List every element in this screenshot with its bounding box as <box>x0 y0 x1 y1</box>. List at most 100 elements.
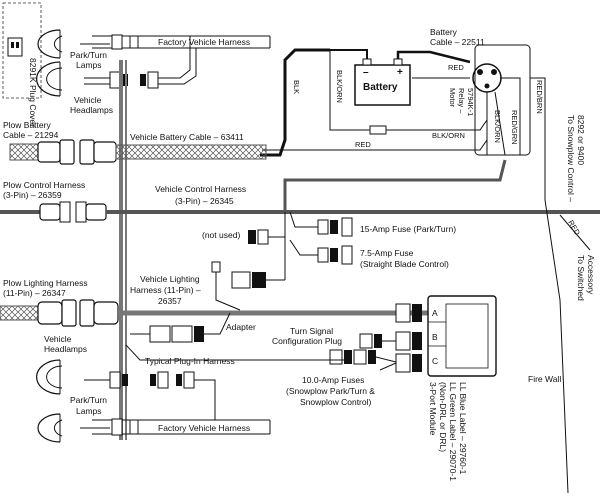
factory-harness-top-label: Factory Vehicle Harness <box>158 37 250 47</box>
motor-relay-label-3: 5794K-1 <box>466 88 475 116</box>
vehicle-control-label-2: (3-Pin) – 26345 <box>175 196 234 206</box>
red-grn-label: RED/GRN <box>510 110 519 145</box>
lamp-top-harness-wires <box>158 36 197 85</box>
not-used-label: (not used) <box>202 230 240 240</box>
fuse-7-5-amp <box>317 245 353 265</box>
red-mid-label: RED <box>355 140 371 149</box>
plow-battery-label-1: Plow Battery <box>3 120 51 130</box>
lighting-connectors-mid <box>211 261 266 289</box>
motor-relay-icon <box>472 63 502 93</box>
module-pin-a: A <box>432 308 438 318</box>
fuses10-label-3: Snowplow Control) <box>300 397 372 407</box>
motor-relay-label-1: Motor <box>448 88 457 108</box>
module-pin-c: C <box>432 356 438 366</box>
inline-connector <box>369 125 387 135</box>
to-snowplow-label-1: To Snowplow Control – <box>566 115 576 202</box>
fire-wall-line <box>544 199 569 494</box>
fuse-wires <box>268 211 318 280</box>
vehicle-lighting-label-1: Vehicle Lighting <box>140 274 200 284</box>
fuses10-label-2: (Snowplow Park/Turn & <box>286 386 375 396</box>
plow-lighting-label-2: (11-Pin) – 26347 <box>3 288 66 298</box>
relay-wires <box>486 77 521 156</box>
adapter-icon <box>149 325 204 343</box>
typical-plugin-label: Typical Plug-In Harness <box>145 356 235 366</box>
vehicle-headlamps-top-label-1: Vehicle <box>74 95 102 105</box>
fuses10-label-1: 10.0-Amp Fuses <box>302 375 364 385</box>
factory-harness-top <box>92 34 271 50</box>
control-harness-up <box>283 159 507 212</box>
to-switched-label-2: Accessory <box>586 255 596 295</box>
park-turn-lamp-bot-icon <box>37 413 63 443</box>
lamps-bot-label: Lamps <box>76 406 102 416</box>
turn-signal-label-1: Turn Signal <box>290 326 333 336</box>
plugin-connectors <box>109 371 195 389</box>
vehicle-headlamps-bot-label-2: Headlamps <box>44 344 87 354</box>
adapter-wire-right <box>204 312 231 335</box>
battery-minus-label: – <box>363 67 369 78</box>
red-brn-label: RED/BRN <box>535 80 544 114</box>
three-port-module <box>427 295 497 377</box>
factory-harness-bot <box>92 418 271 436</box>
motor-relay-label-2: Relay – <box>457 88 466 114</box>
battery-cable-label-2: Cable – 22511 <box>430 37 485 47</box>
blk-orn-relay-wire-2 <box>386 119 488 131</box>
plow-lighting-harness <box>0 299 119 327</box>
turn-signal-plug <box>359 333 382 349</box>
red-mid-wire <box>262 139 488 151</box>
vehicle-headlamps-top-label-2: Headlamps <box>70 105 113 115</box>
plow-battery-label-2: Cable – 21294 <box>3 130 59 140</box>
blk-orn-relay-label: BLK/ORN <box>432 131 465 140</box>
module-label-4: LL Blue Label – 29760-1 <box>458 382 468 475</box>
fire-wall-label: Fire Wall <box>528 374 561 384</box>
module-label-2: (Non-DRL or DRL) <box>438 382 448 452</box>
lamps-top-label: Lamps <box>76 60 102 70</box>
plow-lighting-label-1: Plow Lighting Harness <box>3 278 88 288</box>
vehicle-headlamps-bot-label-1: Vehicle <box>44 334 72 344</box>
headlamp-top-icon <box>36 61 63 97</box>
red-brn-wire <box>530 77 546 200</box>
turn-signal-label-2: Configuration Plug <box>272 336 342 346</box>
fuse-7-5-label-1: 7.5-Amp Fuse <box>360 248 414 258</box>
not-used-connector <box>248 229 269 245</box>
blk-orn-left-label: BLK/ORN <box>335 70 344 103</box>
factory-harness-bot-label: Factory Vehicle Harness <box>158 423 250 433</box>
relay-harness-outline <box>474 44 531 156</box>
fuse-15-label: 15-Amp Fuse (Park/Turn) <box>360 224 456 234</box>
to-snowplow-label-2: 8292 or 9400 <box>576 115 586 165</box>
to-switched-label-1: To Switched <box>576 255 586 301</box>
blk-orn-right-label: BLK/ORN <box>493 110 502 143</box>
plow-control-label-1: Plow Control Harness <box>3 180 85 190</box>
red-right-wire <box>559 214 591 251</box>
module-label-1: 3-Port Module <box>428 382 438 436</box>
lamp-top-connectors <box>109 71 159 89</box>
fuse10-wires <box>375 340 397 371</box>
lighting-wire-a <box>215 272 241 311</box>
plow-control-label-2: (3-Pin) – 26359 <box>3 190 62 200</box>
headlamp-bot-icon <box>36 359 63 395</box>
fuse-7-5-label-2: (Straight Blade Control) <box>360 259 449 269</box>
blk-left-label: BLK <box>292 80 301 94</box>
battery-cable-label-1: Battery <box>430 27 458 37</box>
module-connectors <box>395 303 422 373</box>
plug-cover-icon <box>7 37 23 57</box>
plug-cover-label: 8291K Plug Cover <box>28 58 38 127</box>
red-right-label: RED <box>566 219 582 238</box>
plugin-wires <box>80 344 350 429</box>
blk-wire <box>260 48 330 157</box>
battery-neg-wire <box>330 49 368 59</box>
park-turn-top-label: Park/Turn <box>70 50 107 60</box>
vehicle-battery-cable-label: Vehicle Battery Cable – 63411 <box>130 132 244 142</box>
plow-control-harness <box>0 201 107 223</box>
vehicle-lighting-label-3: 26357 <box>158 296 182 306</box>
adapter-label: Adapter <box>226 322 256 332</box>
vehicle-control-label-1: Vehicle Control Harness <box>155 184 246 194</box>
fuse-15-amp <box>317 217 353 237</box>
plow-battery-cable <box>9 139 267 165</box>
battery-plus-label: + <box>397 67 403 78</box>
battery-label: Battery <box>363 82 398 93</box>
module-pin-b: B <box>432 332 438 342</box>
vehicle-lighting-label-2: Harness (11-Pin) – <box>130 285 201 295</box>
module-label-3: LL Green Label – 29070-1 <box>448 382 458 481</box>
